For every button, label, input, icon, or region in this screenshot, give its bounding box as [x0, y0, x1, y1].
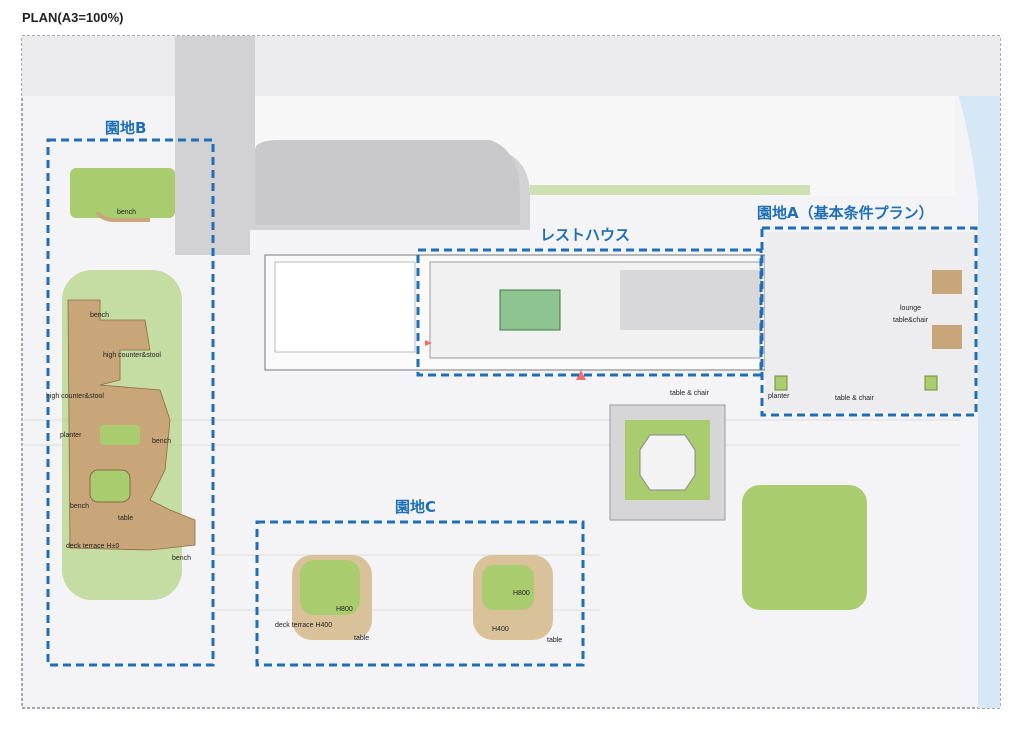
sheet-title: PLAN(A3=100%)	[22, 10, 124, 25]
label-table-chair: table & chair	[835, 395, 875, 402]
entrance-marker	[576, 370, 586, 380]
octagon-roof	[639, 434, 696, 491]
zone-c-title: 園地C	[395, 498, 436, 516]
zone-c-outline	[255, 520, 585, 667]
planter	[774, 375, 788, 391]
label-lounge: lounge	[900, 305, 921, 312]
label-planter: planter	[768, 393, 790, 400]
planter	[924, 375, 938, 391]
label-bench: bench	[70, 503, 89, 510]
table-planter	[89, 469, 131, 503]
mound-lawn-1	[300, 560, 360, 615]
label-bench: bench	[172, 555, 191, 562]
label-deck-terrace: deck terrace H±0	[66, 543, 119, 550]
kitchen	[620, 270, 760, 330]
label-table: table	[118, 515, 133, 522]
zone-a-title: 園地A（基本条件プラン）	[757, 204, 934, 222]
label-table: table	[547, 637, 562, 644]
zone-b-outline	[46, 138, 215, 667]
zone-b-title: 園地B	[105, 119, 146, 137]
label-table: table	[354, 635, 369, 642]
courtyard	[499, 289, 561, 331]
label-bench: bench	[117, 209, 136, 216]
label-h800: H800	[336, 606, 353, 613]
zone-a-outline	[760, 226, 978, 417]
label-bench: bench	[90, 312, 109, 319]
label-bench: bench	[152, 438, 171, 445]
terrace-a	[765, 232, 975, 412]
label-deck-terrace: deck terrace H400	[275, 622, 332, 629]
turnaround	[255, 140, 520, 225]
bench-curve	[95, 212, 150, 222]
water-area	[940, 36, 1000, 708]
lounge-furniture	[932, 325, 962, 349]
service-rooms	[274, 261, 416, 353]
planting-strip	[530, 185, 810, 195]
label-high-counter: high counter&stool	[46, 393, 104, 400]
label-h800: H800	[513, 590, 530, 597]
lawn-patch	[70, 168, 175, 218]
label-table-chair: table&chair	[893, 317, 929, 324]
entrance-marker	[425, 340, 432, 346]
label-high-counter: high counter&stool	[103, 352, 161, 359]
label-planter: planter	[60, 432, 82, 439]
paving-north	[22, 36, 1000, 96]
planter	[100, 425, 140, 445]
label-h400: H400	[492, 626, 509, 633]
mound-lawn-2	[482, 565, 534, 610]
lawn-east	[742, 485, 867, 610]
lounge-furniture	[932, 270, 962, 294]
rest-house-title: レストハウス	[540, 226, 630, 244]
label-table-chair: table & chair	[670, 390, 710, 397]
